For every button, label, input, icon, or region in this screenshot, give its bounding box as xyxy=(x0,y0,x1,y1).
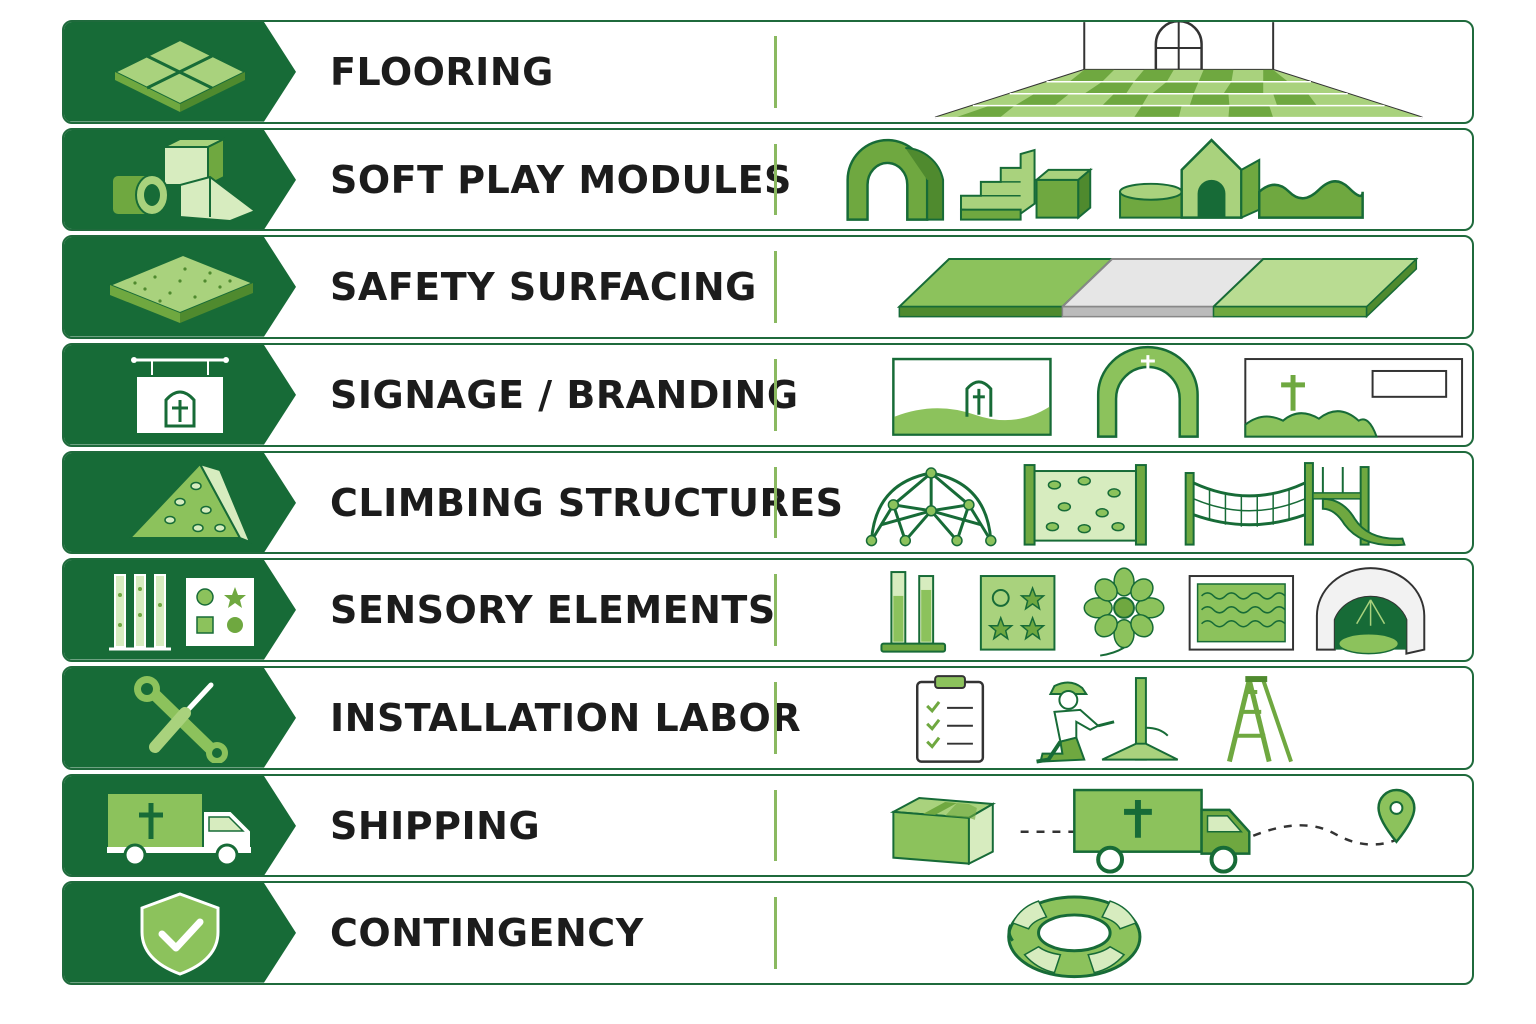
hanging-sign-icon xyxy=(131,356,229,435)
budget-category-list: FLOORING xyxy=(62,20,1474,986)
entrance-arch-icon xyxy=(1096,345,1199,438)
row-divider xyxy=(774,574,777,647)
climbing-panel-icon xyxy=(1023,463,1147,546)
category-label: FLOORING xyxy=(330,49,554,94)
life-ring-icon xyxy=(1007,895,1142,979)
foam-cube-icon xyxy=(1033,167,1093,220)
rubber-mat-icon xyxy=(107,254,256,324)
flooring-illustration xyxy=(786,22,1472,122)
shipping-illustration xyxy=(786,776,1472,876)
category-tab xyxy=(64,237,296,338)
delivery-truck-icon xyxy=(1073,788,1251,874)
bubble-tubes-icon xyxy=(880,571,947,653)
foam-arch-icon xyxy=(846,138,945,221)
installation-labor-illustration xyxy=(786,668,1472,768)
row-divider xyxy=(774,682,777,754)
category-row-climbing-structures: CLIMBING STRUCTURES xyxy=(62,450,1474,555)
location-pin-icon xyxy=(1377,788,1416,844)
category-row-contingency: CONTINGENCY xyxy=(62,881,1474,986)
category-label: SAFETY SURFACING xyxy=(330,265,757,310)
row-divider xyxy=(774,143,777,216)
foam-playhouse-icon xyxy=(1180,137,1261,219)
category-tab xyxy=(64,775,296,876)
step-ladder-icon xyxy=(1226,676,1293,763)
foam-steps-icon xyxy=(959,148,1036,221)
category-label: SHIPPING xyxy=(330,803,541,848)
category-row-sensory-elements: SENSORY ELEMENTS xyxy=(62,558,1474,663)
category-label: CONTINGENCY xyxy=(330,911,644,956)
dome-climber-icon xyxy=(870,471,993,542)
row-divider xyxy=(774,466,777,539)
category-tab xyxy=(64,452,296,553)
category-label: SENSORY ELEMENTS xyxy=(330,588,776,633)
category-row-shipping: SHIPPING xyxy=(62,773,1474,878)
category-label: INSTALLATION LABOR xyxy=(330,695,802,740)
wall-banner-icon xyxy=(892,357,1052,436)
spinner-flower-icon xyxy=(1083,567,1165,657)
sensory-panel-icon xyxy=(109,574,256,651)
category-tab xyxy=(64,345,296,445)
kneeling-worker-icon xyxy=(1036,677,1179,764)
category-label: SOFT PLAY MODULES xyxy=(330,157,792,202)
foam-wave-block-icon xyxy=(1257,179,1364,219)
shield-check-icon xyxy=(140,892,220,976)
row-divider xyxy=(774,897,777,970)
row-divider xyxy=(774,789,777,862)
sensory-tunnel-icon xyxy=(1315,567,1426,656)
row-divider xyxy=(774,359,777,431)
sensory-elements-illustration xyxy=(786,560,1472,660)
arched-window-icon xyxy=(1154,22,1203,72)
shape-board-icon xyxy=(979,575,1056,651)
category-tab xyxy=(64,668,296,768)
category-row-flooring: FLOORING xyxy=(62,20,1474,124)
safety-surfacing-illustration xyxy=(786,237,1472,337)
row-divider xyxy=(774,251,777,324)
soft-blocks-icon xyxy=(111,136,258,222)
category-tab xyxy=(64,560,296,661)
climbing-structures-illustration xyxy=(786,453,1472,553)
row-divider xyxy=(774,36,777,108)
category-row-safety-surfacing: SAFETY SURFACING xyxy=(62,235,1474,340)
climbing-wall-icon xyxy=(127,461,252,544)
texture-panel-icon xyxy=(1188,575,1295,651)
category-tab xyxy=(64,129,296,230)
category-row-installation-labor: INSTALLATION LABOR xyxy=(62,666,1474,770)
soft-play-modules-illustration xyxy=(786,130,1472,230)
delivery-truck-icon xyxy=(106,791,252,867)
category-row-soft-play-modules: SOFT PLAY MODULES xyxy=(62,127,1474,232)
wall-mural-icon xyxy=(1244,358,1464,438)
category-label: CLIMBING STRUCTURES xyxy=(330,480,844,525)
category-tab xyxy=(64,22,296,122)
floor-tiles-icon xyxy=(112,38,248,112)
checklist-clipboard-icon xyxy=(915,675,985,763)
category-row-signage-branding: SIGNAGE / BRANDING xyxy=(62,343,1474,447)
foam-cylinder-icon xyxy=(1119,182,1183,219)
category-tab xyxy=(64,883,296,984)
signage-branding-illustration xyxy=(786,345,1472,445)
contingency-illustration xyxy=(786,883,1472,983)
wrench-screwdriver-icon xyxy=(134,675,228,763)
category-label: SIGNAGE / BRANDING xyxy=(330,372,799,417)
rope-bridge-slide-icon xyxy=(1184,461,1406,546)
cardboard-box-icon xyxy=(889,796,997,865)
